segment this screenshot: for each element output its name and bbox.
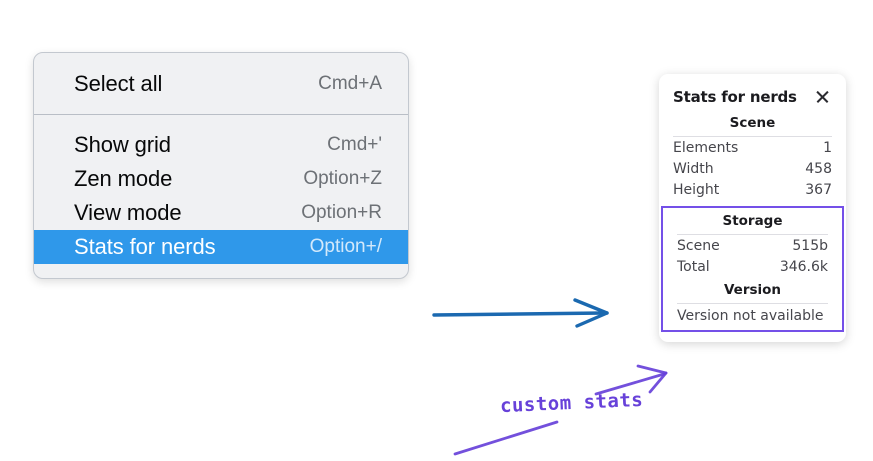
menu-item-shortcut: Option+Z: [303, 167, 382, 189]
menu-group-1: Select all Cmd+A: [34, 53, 408, 114]
stats-panel-title: Stats for nerds: [673, 88, 797, 106]
stats-row-storage-scene: Scene 515b: [663, 235, 842, 256]
stats-row-key: Scene: [677, 238, 720, 254]
menu-divider: [34, 114, 408, 115]
stats-row-key: Elements: [673, 140, 739, 156]
menu-item-label: Stats for nerds: [74, 233, 216, 259]
menu-item-shortcut: Option+/: [309, 235, 382, 257]
stats-row-key: Width: [673, 161, 714, 177]
menu-item-select-all[interactable]: Select all Cmd+A: [34, 67, 408, 101]
menu-item-label: View mode: [74, 199, 182, 225]
menu-item-show-grid[interactable]: Show grid Cmd+': [34, 128, 408, 162]
stats-row-width: Width 458: [659, 158, 846, 179]
stats-row-key: Height: [673, 182, 720, 198]
custom-stats-annotation-label: custom stats: [499, 388, 644, 418]
section-heading-version: Version: [723, 282, 782, 298]
menu-item-shortcut: Cmd+': [327, 133, 382, 155]
stats-row-value: 458: [805, 161, 832, 177]
stats-section-scene: Scene Elements 1 Width 458 Height 367: [659, 106, 846, 200]
stats-row-elements: Elements 1: [659, 137, 846, 158]
stats-row-height: Height 367: [659, 179, 846, 200]
menu-group-2: Show grid Cmd+' Zen mode Option+Z View m…: [34, 115, 408, 278]
menu-item-zen-mode[interactable]: Zen mode Option+Z: [34, 162, 408, 196]
menu-item-label: Select all: [74, 70, 163, 96]
menu-item-stats-for-nerds[interactable]: Stats for nerds Option+/: [34, 230, 408, 264]
menu-item-shortcut: Cmd+A: [318, 72, 382, 94]
section-rule: [677, 234, 828, 235]
menu-item-label: Zen mode: [74, 165, 173, 191]
blue-arrow-annotation: [432, 298, 609, 328]
stats-row-value: 515b: [792, 238, 828, 254]
context-menu[interactable]: Select all Cmd+A Show grid Cmd+' Zen mod…: [33, 52, 409, 279]
menu-item-shortcut: Option+R: [301, 201, 382, 223]
stats-row-value: 346.6k: [779, 259, 828, 275]
section-heading-storage: Storage: [722, 213, 783, 229]
section-rule: [673, 136, 832, 137]
stats-panel-header: Stats for nerds: [659, 86, 846, 106]
stats-row-storage-total: Total 346.6k: [663, 256, 842, 277]
stats-for-nerds-panel[interactable]: Stats for nerds Scene Elements 1 Width 4…: [659, 74, 846, 342]
purple-tail-stroke-annotation: [453, 420, 559, 456]
menu-item-label: Show grid: [74, 131, 171, 157]
section-rule: [677, 303, 828, 304]
stats-section-version: Version Version not available: [663, 277, 842, 326]
close-icon[interactable]: [814, 88, 832, 106]
section-heading-scene: Scene: [729, 115, 776, 131]
stats-row-key: Total: [677, 259, 710, 275]
stats-row-value: 367: [805, 182, 832, 198]
custom-stats-highlight-box: Storage Scene 515b Total 346.6k Version …: [661, 206, 844, 332]
stats-row-value: 1: [823, 140, 832, 156]
menu-item-view-mode[interactable]: View mode Option+R: [34, 196, 408, 230]
stats-row-version-note: Version not available: [677, 308, 824, 324]
stats-section-storage: Storage Scene 515b Total 346.6k: [663, 208, 842, 277]
